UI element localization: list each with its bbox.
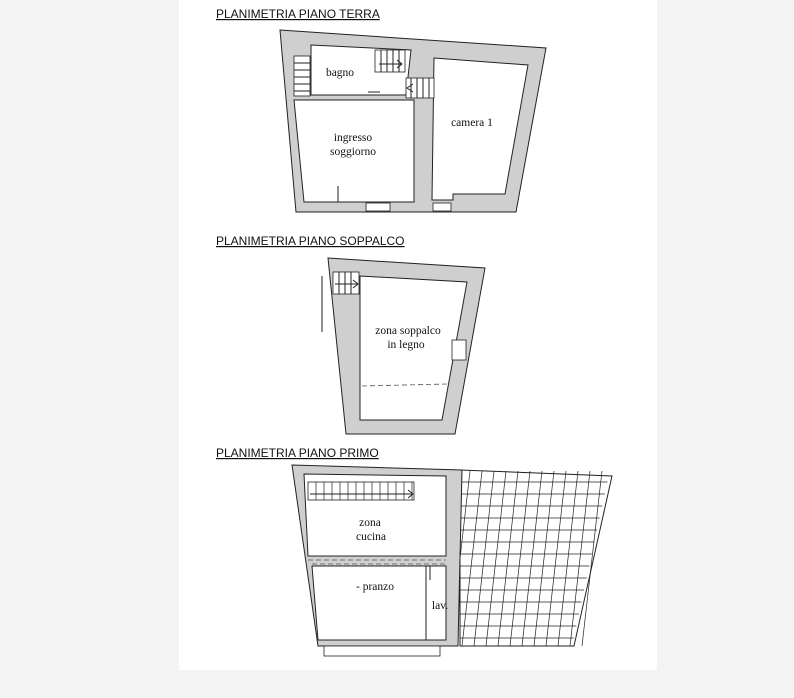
label-lav: lav.	[432, 600, 448, 612]
floor-plan-piano-terra: PLANIMETRIA PIANO TERRA	[216, 7, 547, 213]
stairs-soppalco	[332, 271, 360, 295]
label-zona: zona	[359, 517, 381, 529]
window-soppalco	[451, 339, 467, 361]
heading-piano-terra: PLANIMETRIA PIANO TERRA	[216, 7, 380, 21]
heading-piano-soppalco: PLANIMETRIA PIANO SOPPALCO	[216, 234, 405, 248]
roof-tile-column	[533, 470, 555, 647]
room-soppalco	[359, 275, 468, 421]
label-cucina: cucina	[356, 531, 386, 543]
stairs-ground-top	[374, 49, 406, 73]
room-pranzo	[311, 565, 447, 641]
roof-tile-column	[557, 470, 579, 647]
label-camera-1: camera 1	[451, 117, 493, 129]
label-zona-soppalco: zona soppalco	[375, 325, 441, 337]
room-camera-1	[431, 57, 529, 201]
roof-tiles	[449, 469, 613, 647]
room-ingresso-soggiorno	[293, 99, 415, 203]
roof-tile-column	[509, 470, 531, 647]
heading-piano-primo: PLANIMETRIA PIANO PRIMO	[216, 446, 379, 460]
floor-plan-piano-primo: PLANIMETRIA PIANO PRIMO zona cucina -	[216, 446, 613, 657]
window-front	[365, 202, 391, 212]
roof-tile-column	[497, 470, 519, 647]
roof-tile-column	[461, 470, 483, 647]
label-ingresso: ingresso	[334, 132, 373, 144]
roof-tile-column	[569, 470, 591, 647]
roof-tile-column	[473, 470, 495, 647]
roof-tile-column	[521, 470, 543, 647]
dashed-edge-soppalco	[361, 383, 449, 387]
label-pranzo: - pranzo	[356, 581, 394, 593]
stairs-ground-left	[293, 55, 311, 97]
window-front-2	[432, 202, 452, 212]
label-soggiorno: soggiorno	[330, 146, 376, 158]
roof-tile-column	[581, 470, 603, 647]
roof-tile-column	[545, 470, 567, 647]
stairs-primo	[307, 481, 415, 501]
label-bagno: bagno	[326, 67, 354, 79]
floor-plan-piano-soppalco: PLANIMETRIA PIANO SOPPALCO zona soppalco…	[216, 234, 486, 435]
label-in-legno: in legno	[387, 339, 425, 351]
roof-tile-column	[485, 470, 507, 647]
stairs-ground-right	[405, 77, 435, 99]
balcony	[323, 645, 441, 657]
